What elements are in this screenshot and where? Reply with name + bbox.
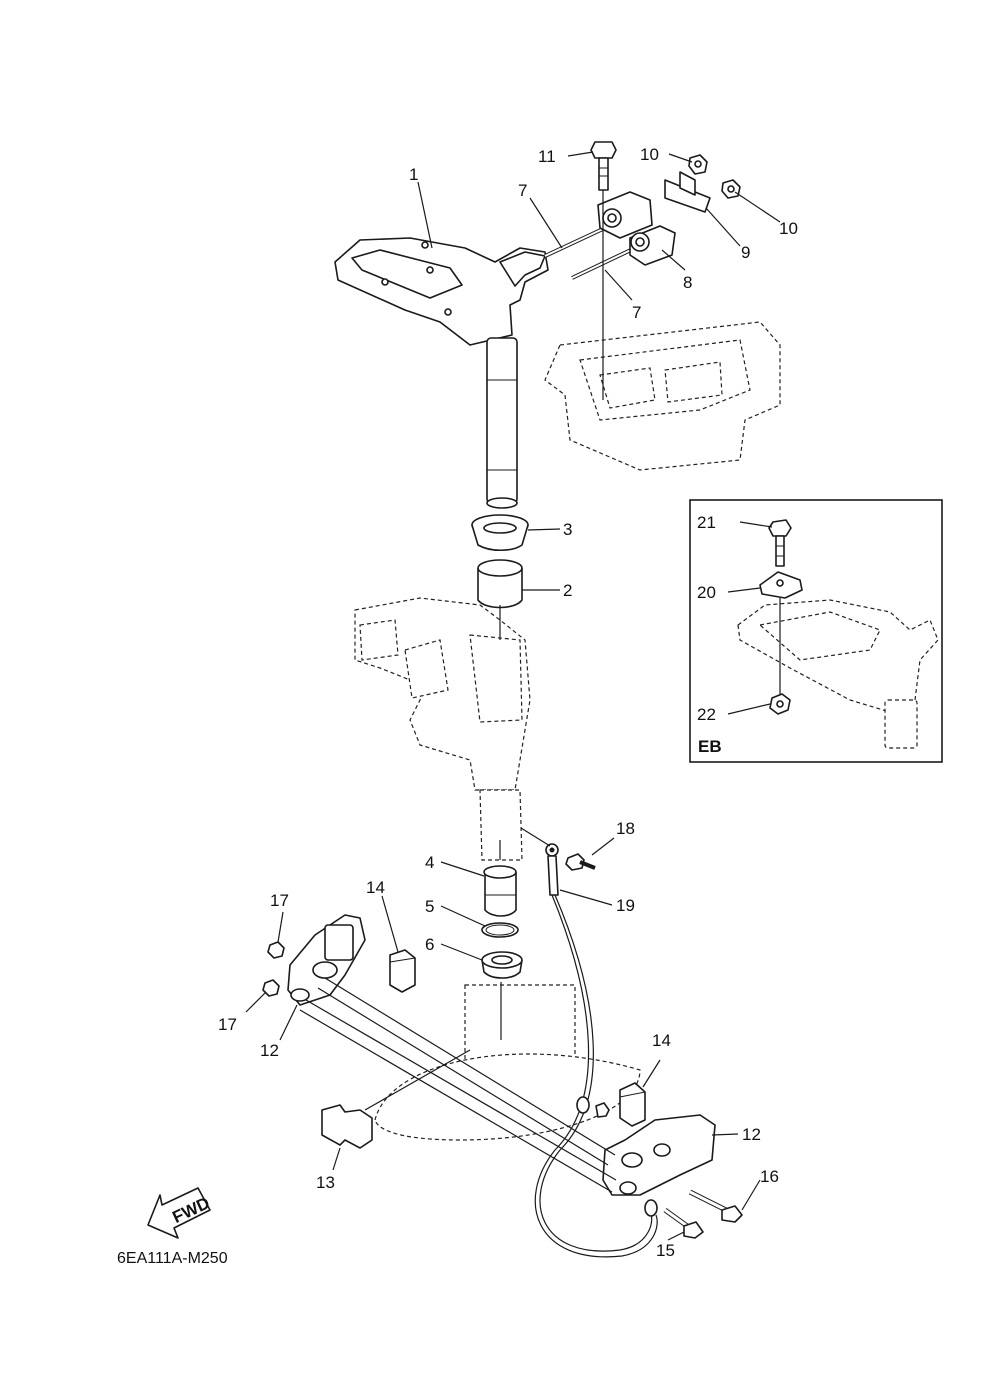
upper-mount-rubber: [597, 191, 676, 266]
clamp-rods: [299, 977, 617, 1193]
callout-2: 2: [563, 581, 572, 600]
lower-bushing: [483, 865, 517, 917]
nut-17-upper: [267, 941, 285, 959]
callout-8: 8: [683, 273, 692, 292]
bracket-20: [759, 571, 803, 599]
damper-right: [619, 1082, 646, 1127]
leader-lines: [245, 151, 781, 1241]
clamp-right: [602, 1114, 716, 1196]
callout-3: 3: [563, 520, 572, 539]
lower-seal: [481, 951, 523, 979]
nut-10-upper: [688, 154, 708, 175]
bolt-15: [663, 1207, 704, 1239]
bolt-11: [590, 141, 617, 191]
steering-bushing-upper: [471, 514, 529, 552]
callout-15: 15: [656, 1241, 675, 1260]
bolt-18: [565, 853, 596, 871]
steering-bushing-sleeve: [477, 559, 523, 609]
callout-14-right: 14: [652, 1031, 671, 1050]
callout-7-lower: 7: [632, 303, 641, 322]
bolt-16: [688, 1189, 743, 1223]
callout-1: 1: [409, 165, 418, 184]
callout-10-right: 10: [779, 219, 798, 238]
callout-22: 22: [697, 705, 716, 724]
stud-bolt-upper: [544, 226, 606, 258]
ground-lead-19: [534, 843, 658, 1258]
swivel-bracket-ghost: [354, 597, 531, 861]
callout-9: 9: [741, 243, 750, 262]
callout-numbers: 1 7 7 8 9 10 10 11 3 2 4 5 6 18 19 14 17…: [218, 145, 798, 1260]
callout-17-upper: 17: [270, 891, 289, 910]
ground-lead-terminal-lower: [576, 1096, 610, 1118]
callout-16: 16: [760, 1167, 779, 1186]
steering-bracket: [334, 237, 549, 509]
callout-21: 21: [697, 513, 716, 532]
callout-7-upper: 7: [518, 181, 527, 200]
nut-22: [769, 693, 791, 715]
bottom-cowling-ghost: [544, 321, 781, 471]
o-ring: [481, 922, 519, 938]
callout-12-left: 12: [260, 1041, 279, 1060]
inset-eb: EB: [689, 499, 943, 763]
callout-18: 18: [616, 819, 635, 838]
callout-17-lower: 17: [218, 1015, 237, 1034]
clamp-left: [287, 914, 366, 1006]
callout-19: 19: [616, 896, 635, 915]
callout-6: 6: [425, 935, 434, 954]
callout-20: 20: [697, 583, 716, 602]
nut-10-right: [721, 179, 741, 199]
damper-13: [321, 1104, 373, 1149]
bolt-21: [768, 519, 792, 567]
mount-plate: [664, 171, 711, 213]
nut-17-lower: [262, 979, 280, 997]
callout-14-left: 14: [366, 878, 385, 897]
fwd-arrow-icon: FWD: [147, 1187, 213, 1239]
callout-12-right: 12: [742, 1125, 761, 1144]
inset-steering-bracket: [737, 599, 939, 749]
inset-label: EB: [698, 737, 722, 756]
diagram-code: 6EA111A-M250: [117, 1250, 228, 1267]
callout-10-upper: 10: [640, 145, 659, 164]
callout-13: 13: [316, 1173, 335, 1192]
callout-4: 4: [425, 853, 434, 872]
callout-5: 5: [425, 897, 434, 916]
callout-11: 11: [538, 147, 556, 166]
damper-left: [389, 949, 416, 993]
